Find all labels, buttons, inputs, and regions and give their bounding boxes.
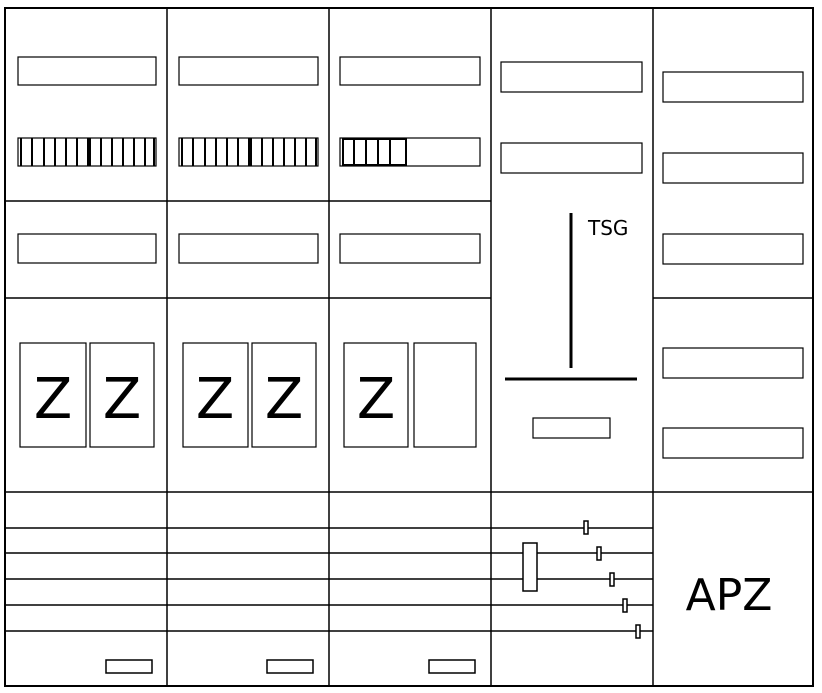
row-dividers: [5, 200, 813, 493]
terminal-block: [428, 659, 476, 674]
column-2: Z Z: [178, 56, 319, 674]
label-strip: [662, 71, 804, 103]
label-strip: [662, 152, 804, 184]
breaker-rail: [339, 137, 481, 167]
meter-symbol: Z: [34, 367, 72, 432]
main-fuse: [522, 542, 538, 592]
meter-box: [251, 342, 317, 448]
apz-label: APZ: [686, 570, 773, 621]
circuit-breakers: [181, 138, 317, 166]
label-strip: [339, 233, 481, 264]
terminal-block: [105, 659, 153, 674]
terminal-block: [266, 659, 314, 674]
meter-box: [182, 342, 249, 448]
label-strip: [17, 56, 157, 86]
column-3: Z: [339, 56, 481, 674]
label-strip: [339, 56, 481, 86]
meter-symbol: Z: [265, 367, 303, 432]
busbar-lines: [5, 527, 653, 632]
column-5: APZ: [662, 71, 804, 621]
label-strip: [500, 142, 643, 174]
meter-box-empty: [413, 342, 477, 448]
meter-symbol: Z: [357, 367, 395, 432]
label-strip: [178, 233, 319, 264]
meter-box: [89, 342, 155, 448]
column-4: TSG: [5, 61, 653, 639]
label-strip: [178, 56, 319, 86]
circuit-breakers: [20, 138, 155, 166]
tsg-label: TSG: [587, 216, 628, 240]
label-strip: [662, 427, 804, 459]
board-outline: [4, 7, 814, 687]
label-strip: [17, 233, 157, 264]
label-strip: [662, 233, 804, 265]
circuit-breakers: [342, 138, 407, 166]
label-strip: [662, 347, 804, 379]
label-strip: [500, 61, 643, 93]
column-1: Z Z: [17, 56, 157, 674]
meter-box: [19, 342, 87, 448]
busbar-taps: [583, 520, 641, 639]
label-strip: [532, 417, 611, 439]
meter-box: [343, 342, 409, 448]
meter-symbol: Z: [103, 367, 141, 432]
meter-symbol: Z: [196, 367, 234, 432]
column-dividers: [166, 8, 654, 686]
